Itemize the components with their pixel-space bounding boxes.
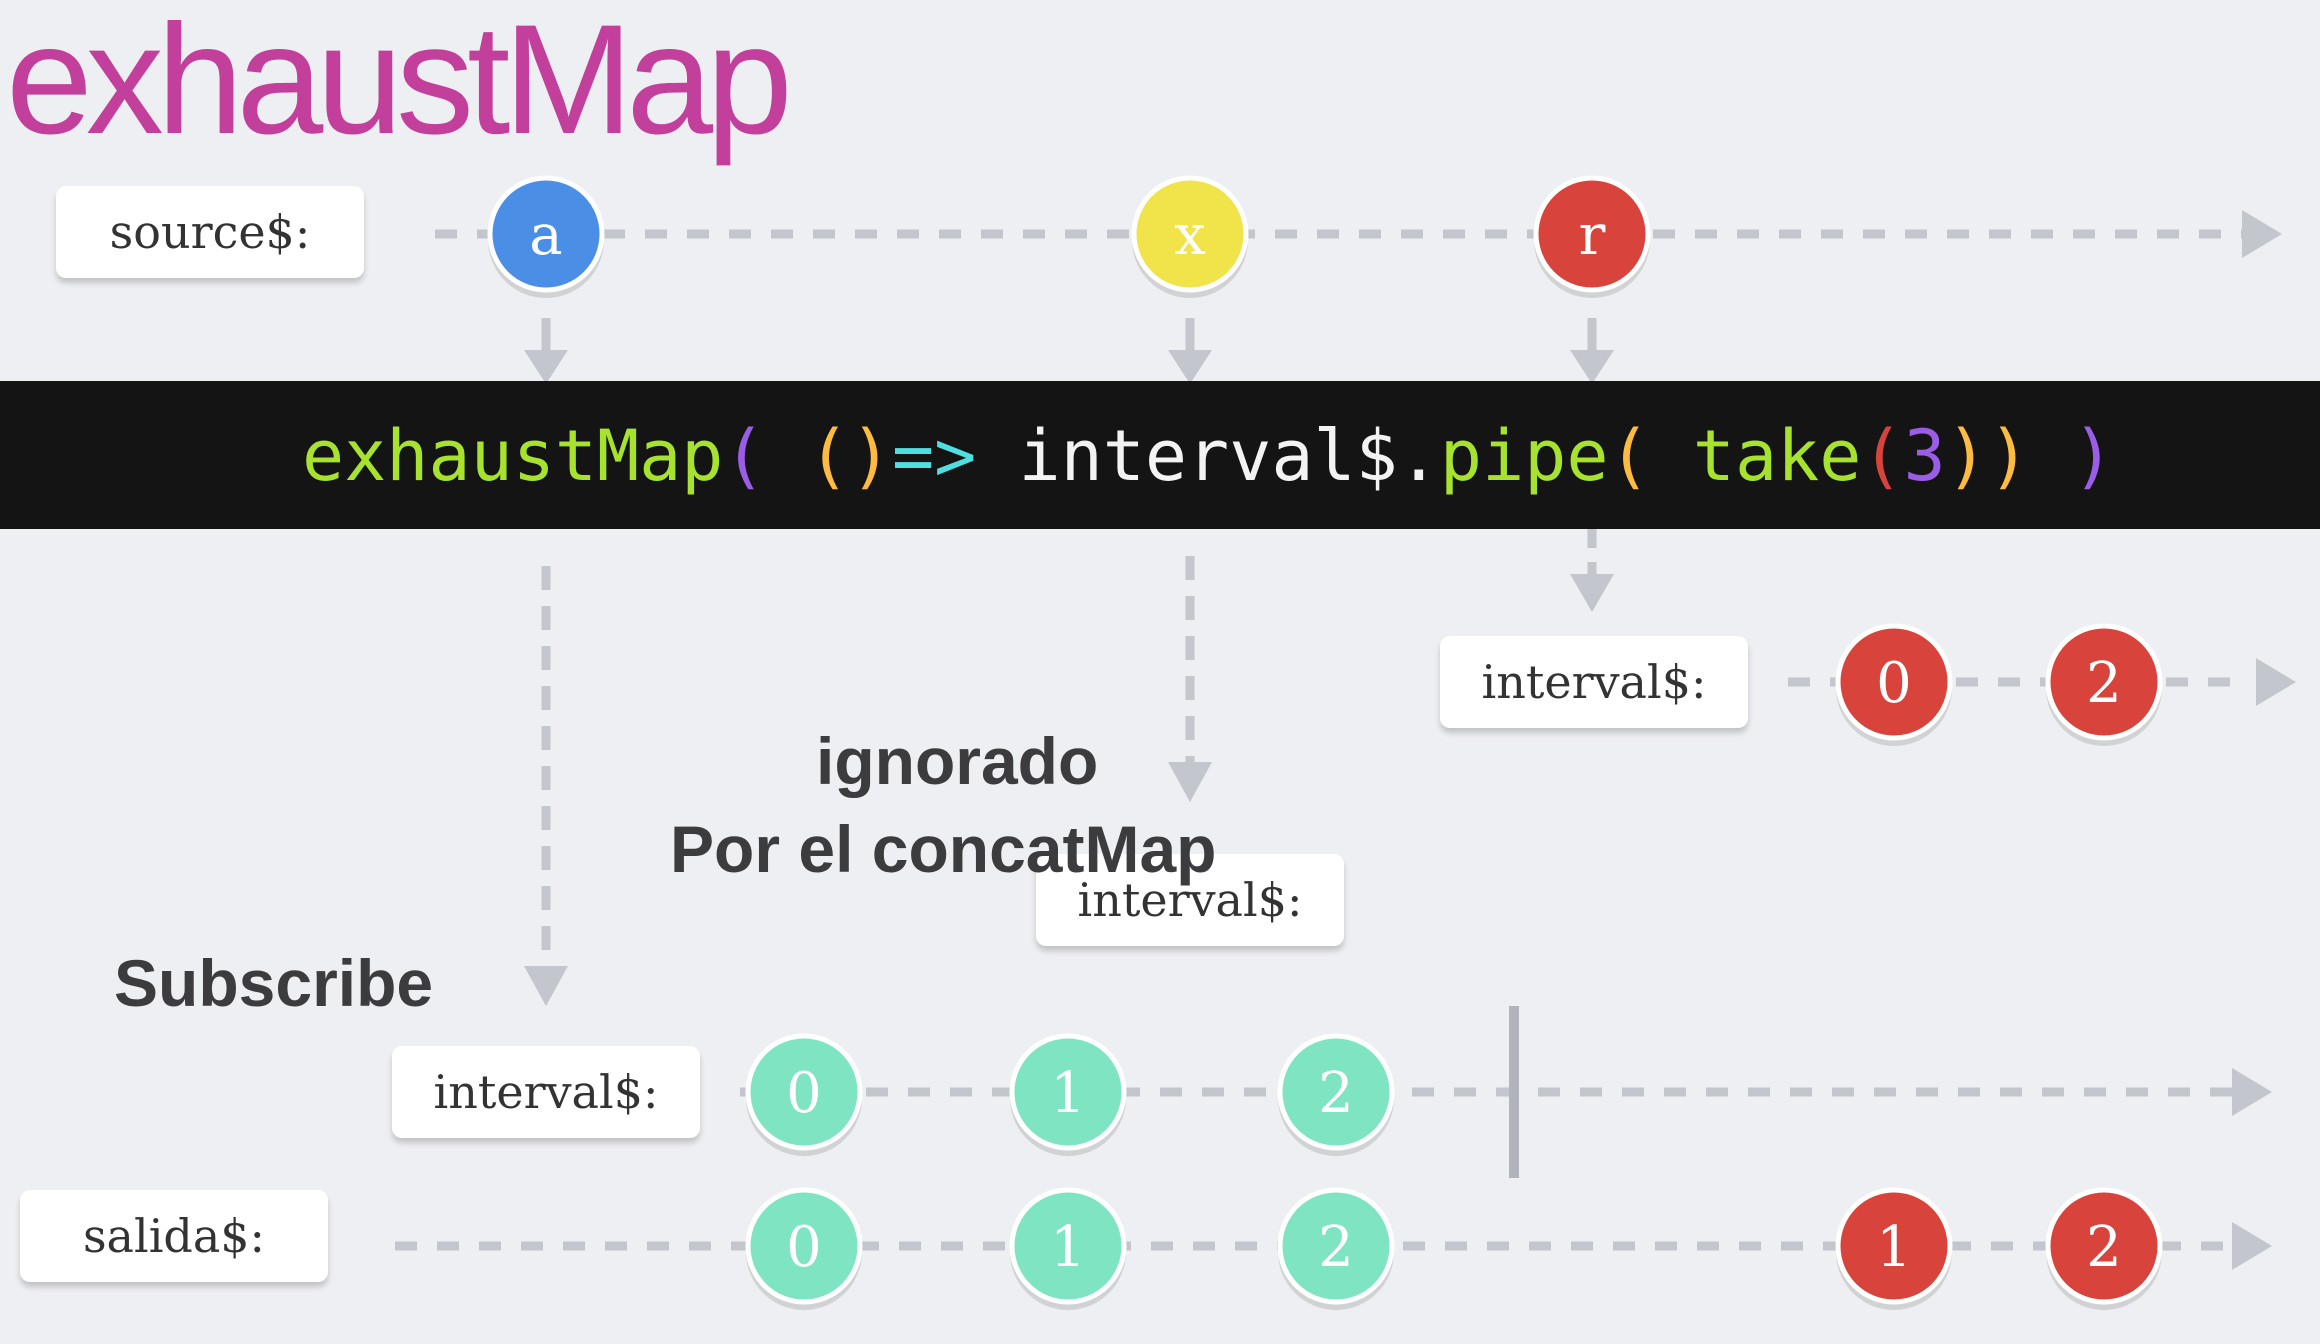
source-label: source$: [56, 186, 364, 278]
code-open2: ( [1608, 415, 1693, 497]
marble-label: 0 [786, 1061, 822, 1126]
code-close-outer: ) [2029, 415, 2115, 497]
marble-interval-r-1: 2 [2045, 623, 2163, 746]
marble-interval-a-1: 1 [1009, 1033, 1127, 1156]
marble-source-2: r [1533, 175, 1651, 298]
marble-source-0: a [487, 175, 605, 298]
marble-circle [745, 1033, 863, 1151]
interval-a-timeline-arrow [2232, 1068, 2272, 1116]
marble-label: x [1174, 203, 1206, 268]
marble-label: 0 [786, 1215, 822, 1280]
marble-salida-green-1: 1 [1009, 1187, 1127, 1310]
marble-source-1: x [1131, 175, 1249, 298]
marble-circle [1277, 1033, 1395, 1151]
code-parens: () [807, 415, 893, 497]
code-pipe: pipe [1439, 415, 1609, 497]
marble-salida-red-0: 1 [1835, 1187, 1953, 1310]
marble-circle [487, 175, 605, 293]
marble-salida-green-2: 2 [1277, 1187, 1395, 1310]
marble-label: a [529, 203, 562, 268]
code-fn: exhaustMap [302, 415, 724, 497]
note-subscribe: Subscribe [114, 946, 434, 1020]
connector-r-in-arrow [1570, 350, 1614, 384]
note-por-el-concatmap: Por el concatMap [670, 812, 1217, 886]
connector-a-out-arrow [524, 966, 568, 1006]
code-open3: ( [1861, 415, 1904, 497]
salida-label: salida$: [20, 1190, 328, 1282]
diagram-title: exhaustMap [6, 0, 793, 167]
code-open1: ( [723, 415, 808, 497]
marble-label: 2 [1318, 1061, 1354, 1126]
marble-label: 2 [1318, 1215, 1354, 1280]
interval-r-label: interval$: [1440, 636, 1748, 728]
connector-x-in-arrow [1168, 350, 1212, 384]
marble-label: r [1579, 203, 1606, 268]
connector-a-in-arrow [524, 350, 568, 384]
connector-r-out-arrow [1570, 574, 1614, 612]
marble-label: 1 [1050, 1215, 1086, 1280]
interval-a-label: interval$: [392, 1046, 700, 1138]
marble-circle [1277, 1187, 1395, 1305]
connector-x-out-arrow [1168, 762, 1212, 802]
interval-x-label: interval$: [1036, 854, 1344, 946]
marble-interval-a-2: 2 [1277, 1033, 1395, 1156]
marble-circle [1131, 175, 1249, 293]
operator-band [0, 381, 2320, 529]
marble-circle [1835, 623, 1953, 741]
source-timeline-arrow [2242, 210, 2282, 258]
marble-label: 0 [1876, 651, 1912, 716]
marble-label: 1 [1876, 1215, 1912, 1280]
marble-circle [745, 1187, 863, 1305]
code-close: )) [1945, 415, 2030, 497]
marble-label: 2 [2086, 1215, 2122, 1280]
interval-r-timeline-arrow [2256, 658, 2296, 706]
marble-label: 2 [2086, 651, 2122, 716]
marble-circle [2045, 623, 2163, 741]
salida-timeline-arrow [2232, 1222, 2272, 1270]
marble-interval-r-0: 0 [1835, 623, 1953, 746]
marble-circle [1009, 1187, 1127, 1305]
code-arrow: => [892, 415, 977, 497]
marble-circle [1835, 1187, 1953, 1305]
marble-salida-red-1: 2 [2045, 1187, 2163, 1310]
marble-circle [2045, 1187, 2163, 1305]
marble-interval-a-0: 0 [745, 1033, 863, 1156]
code-take: take [1692, 415, 1862, 497]
marble-label: 1 [1050, 1061, 1086, 1126]
operator-code: exhaustMap( ()=> interval$.pipe( take(3)… [302, 412, 2114, 500]
code-obs: interval$. [976, 415, 1440, 497]
marble-circle [1533, 175, 1651, 293]
code-num: 3 [1903, 415, 1946, 497]
marble-circle [1009, 1033, 1127, 1151]
marble-salida-green-0: 0 [745, 1187, 863, 1310]
note-ignorado: ignorado [816, 724, 1099, 798]
